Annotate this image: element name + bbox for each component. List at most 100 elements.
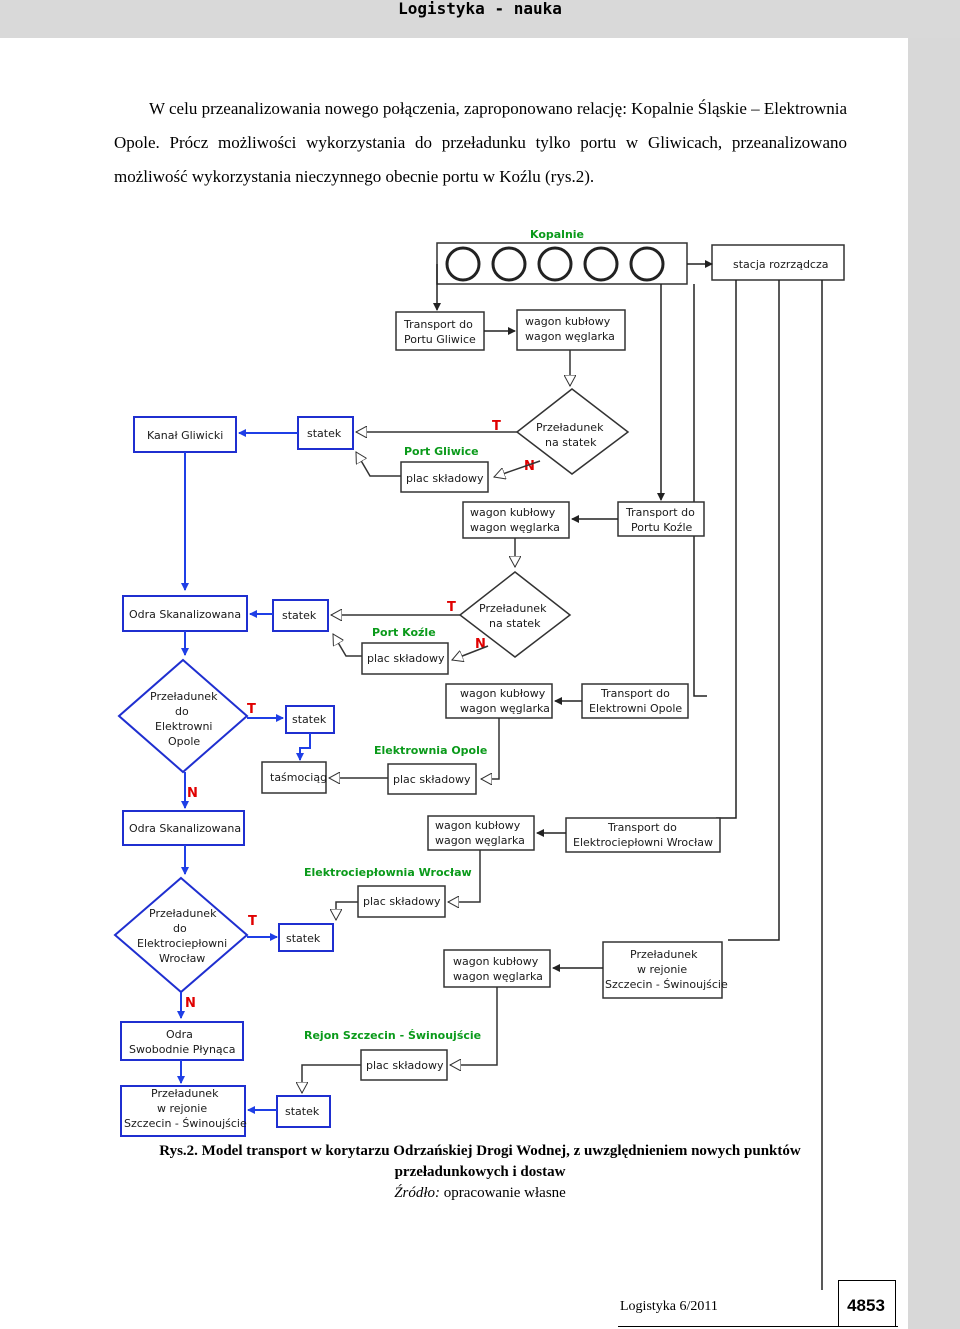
przel-wroclaw-l2: do [173,922,187,935]
transport-opole-l2: Elektrowni Opole [589,702,682,715]
label-kopalnie: Kopalnie [530,228,584,241]
label-N-4: N [185,996,196,1011]
label-port-gliwice: Port Gliwice [404,445,479,458]
header-bar [0,0,960,38]
statek5-label: statek [285,1105,320,1118]
transport-gliwice-l2: Portu Gliwice [404,333,476,346]
transport-kozle-l1: Transport do [625,506,695,519]
label-elektrownia-opole: Elektrownia Opole [374,744,487,757]
figure-caption: Rys.2. Model transport w korytarzu Odrza… [100,1141,860,1204]
transport-opole-l1: Transport do [600,687,670,700]
connectors-dark [433,260,823,1290]
przeladunek2-l2: na statek [489,617,541,630]
wagon5-l2: wagon węglarka [453,970,543,983]
label-T-2: T [447,600,456,615]
mine-circle [583,246,619,282]
przeladunek-opole-diamond [117,658,249,774]
przel-opole-l3: Elektrowni [155,720,213,733]
przel-wroclaw-l1: Przeładunek [149,907,217,920]
plac-box-4 [357,885,446,918]
statek-box-3 [285,705,335,734]
przel-szczecin2-l1: Przeładunek [151,1087,219,1100]
transport-opole-box [581,683,689,719]
wagon-box-4 [427,815,535,851]
przeladunek-wroclaw-diamond [113,876,249,994]
przeladunek1-l1: Przeładunek [536,421,604,434]
wagon-box-3 [445,683,553,719]
statek1-label: statek [307,427,342,440]
caption-source: Źródło: opracowanie własne [100,1183,860,1204]
wagon-box-5 [443,949,551,988]
przeladunek1-l2: na statek [545,436,597,449]
transport-gliwice-l1: Transport do [403,318,473,331]
statek-box-5 [276,1095,331,1128]
przel-wroclaw-l3: Elektrociepłowni [137,937,227,950]
wagon-box-2 [462,501,570,539]
odra3-l2: Swobodnie Płynąca [129,1043,235,1056]
przel-opole-l2: do [175,705,189,718]
transport-kozle-box [617,501,705,537]
kanal-gliwicki-label: Kanał Gliwicki [147,429,223,442]
odra1-label: Odra Skanalizowana [129,608,241,621]
wagon-box-1 [516,309,626,351]
wagon1-l2: wagon węglarka [525,330,615,343]
source-label: Źródło: [394,1185,441,1201]
odra-box-3 [120,1021,244,1061]
wagon5-l1: wagon kubłowy [453,955,539,968]
transport-wroclaw-box [565,817,721,853]
przel-szczecin1-l3: Szczecin - Świnoujście [605,978,728,991]
plac-box-5 [360,1049,448,1081]
statek-box-4 [278,923,334,952]
kanal-gliwicki-box [133,416,237,453]
footer-journal: Logistyka 6/2011 [620,1299,718,1314]
stacja-label: stacja rozrządcza [733,258,829,271]
wagon3-l2: wagon węglarka [460,702,550,715]
plac3-label: plac składowy [393,773,471,786]
running-header: Logistyka - nauka [398,0,562,18]
przeladunek-szczecin-box-2 [120,1085,246,1137]
stacja-box [711,244,845,281]
plac-box-1 [400,461,489,493]
odra-box-2 [122,810,245,846]
plac1-label: plac składowy [406,472,484,485]
label-N-3: N [187,786,198,801]
przel-szczecin2-l2: w rejonie [157,1102,207,1115]
caption-line-2: przeładunkowych i dostaw [394,1164,566,1180]
label-T-3: T [247,702,256,717]
plac4-label: plac składowy [363,895,441,908]
przel-szczecin2-l3: Szczecin - Świnoujście [124,1117,247,1130]
transport-wroclaw-l1: Transport do [607,821,677,834]
przeladunek-diamond-1 [515,388,630,475]
caption-line-1: Rys.2. Model transport w korytarzu Odrza… [159,1143,801,1159]
label-ec-wroclaw: Elektrociepłownia Wrocław [304,866,472,879]
label-rejon: Rejon Szczecin - Świnoujście [304,1029,481,1042]
mine-circle [629,246,665,282]
plac2-label: plac składowy [367,652,445,665]
odra2-label: Odra Skanalizowana [129,822,241,835]
przel-opole-l4: Opole [168,735,200,748]
plac-box-2 [361,642,449,675]
przeladunek-szczecin-box-1 [602,941,723,999]
label-N-1: N [524,459,535,474]
wagon2-l2: wagon węglarka [470,521,560,534]
label-T-1: T [492,419,501,434]
plac-box-3 [387,763,477,795]
page-margin [908,38,960,1329]
wagon3-l1: wagon kubłowy [460,687,546,700]
tasmociag-box [261,761,327,794]
przel-opole-l1: Przeładunek [150,690,218,703]
wagon2-l1: wagon kubłowy [470,506,556,519]
statek3-label: statek [292,713,327,726]
wagon1-l1: wagon kubłowy [525,315,611,328]
label-N-2: N [475,637,486,652]
mine-circle [537,246,573,282]
statek2-label: statek [282,609,317,622]
przel-szczecin1-l2: w rejonie [637,963,687,976]
page-number-box [838,1280,896,1327]
statek-box-2 [272,599,329,632]
wagon4-l2: wagon węglarka [435,834,525,847]
transport-kozle-l2: Portu Koźle [631,521,693,534]
mine-circle [491,246,527,282]
statek4-label: statek [286,932,321,945]
